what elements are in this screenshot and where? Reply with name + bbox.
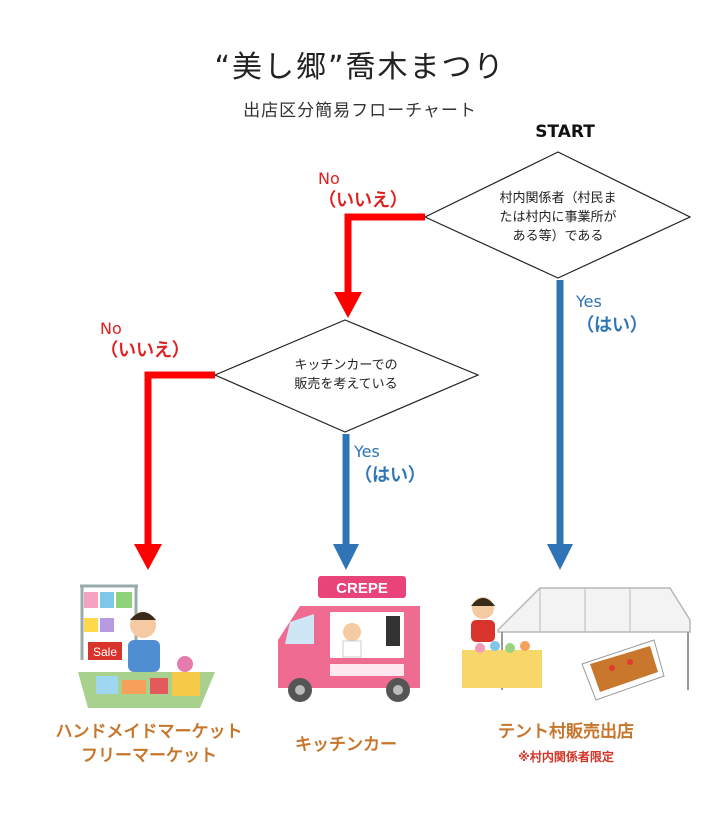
decision-1-text: 村内関係者（村民ま たは村内に事業所が ある等）である: [470, 189, 646, 246]
outcome-handmade-market: ハンドメイドマーケット フリーマーケット: [34, 720, 264, 768]
page-title: “美し郷”喬木まつり: [214, 50, 506, 85]
decision-diamond-1: [423, 151, 692, 279]
outcome-tent-note: ※村内関係者限定: [518, 750, 614, 764]
yes-label-1: Yes （はい）: [576, 290, 648, 338]
yes-arrow-1: [547, 280, 573, 570]
outcome-flea-market-line: フリーマーケット: [81, 746, 217, 766]
sale-sign-text: Sale: [93, 645, 117, 659]
tent-stall-illustration: [462, 587, 691, 701]
crepe-sign-text: CREPE: [336, 580, 388, 597]
decision-1-line: たは村内に事業所が: [499, 210, 617, 225]
decision-diamond-2: [213, 319, 480, 433]
decision-2-line: 販売を考えている: [294, 377, 398, 392]
decision-2-text: キッチンカーでの 販売を考えている: [260, 356, 432, 394]
no-label-ja: （いいえ）: [100, 340, 190, 361]
yes-label-ja: （はい）: [354, 465, 426, 486]
no-label-1: No （いいえ）: [318, 168, 408, 212]
no-arrow-2: [134, 371, 215, 570]
no-arrow-1: [334, 213, 425, 318]
yes-label-ja: （はい）: [576, 315, 648, 336]
no-label-en: No: [318, 169, 340, 188]
no-label-2: No （いいえ）: [100, 318, 190, 362]
outcome-handmade-line: ハンドメイドマーケット: [55, 722, 243, 742]
no-label-en: No: [100, 319, 122, 338]
outcome-tent-stall: テント村販売出店: [498, 722, 634, 742]
page-subtitle: 出店区分簡易フローチャート: [243, 101, 477, 121]
yes-label-en: Yes: [576, 292, 602, 311]
yes-label-2: Yes （はい）: [354, 440, 426, 488]
outcome-kitchen-car: キッチンカー: [295, 735, 397, 755]
kitchen-car-illustration: CREPE: [278, 576, 420, 702]
no-label-ja: （いいえ）: [318, 190, 408, 211]
decision-1-line: 村内関係者（村民ま: [499, 191, 617, 206]
flea-market-illustration: Sale: [78, 584, 215, 708]
yes-label-en: Yes: [354, 442, 380, 461]
yes-arrow-2: [333, 434, 359, 570]
start-label: START: [535, 122, 595, 142]
decision-2-line: キッチンカーでの: [294, 358, 398, 373]
decision-1-line: ある等）である: [512, 229, 604, 244]
